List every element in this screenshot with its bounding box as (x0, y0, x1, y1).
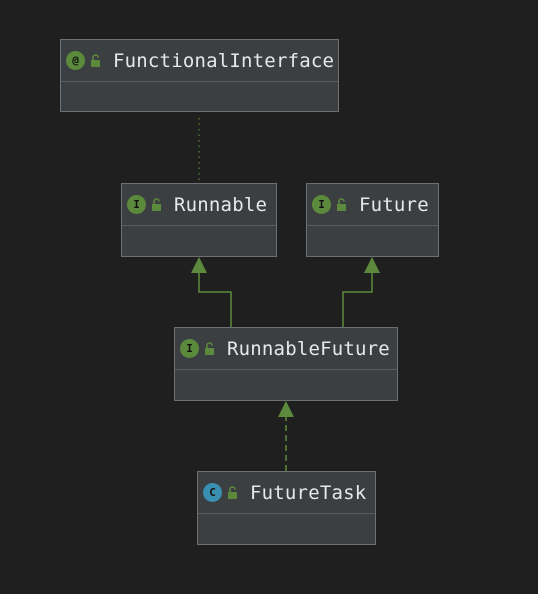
extends-arrowhead-future (364, 257, 380, 273)
interface-icon: I (312, 195, 331, 214)
node-runnable-future[interactable]: I RunnableFuture (174, 327, 398, 401)
node-header: I Runnable (122, 184, 276, 226)
node-header: I RunnableFuture (175, 328, 397, 370)
node-functional-interface[interactable]: @ FunctionalInterface (60, 39, 339, 112)
node-label: Future (359, 193, 429, 216)
node-header: @ FunctionalInterface (61, 40, 338, 82)
node-body (198, 514, 375, 544)
extends-arrowhead-runnable (191, 257, 207, 273)
node-header: I Future (307, 184, 438, 226)
node-body (61, 82, 338, 112)
node-body (175, 370, 397, 400)
interface-icon: I (180, 339, 199, 358)
unlocked-padlock-icon (91, 53, 100, 67)
interface-icon: I (127, 195, 146, 214)
node-label: FunctionalInterface (113, 49, 335, 72)
unlocked-padlock-icon (337, 197, 346, 211)
node-body (122, 226, 276, 256)
extends-edge-runnable (198, 272, 232, 327)
annotation-icon: @ (66, 51, 85, 70)
node-runnable[interactable]: I Runnable (121, 183, 277, 257)
node-header: C FutureTask (198, 472, 375, 514)
node-label: Runnable (174, 193, 268, 216)
node-label: FutureTask (250, 481, 367, 504)
node-future-task[interactable]: C FutureTask (197, 471, 376, 545)
unlocked-padlock-icon (228, 485, 237, 499)
implements-arrowhead-runnable-future (278, 401, 294, 417)
node-future[interactable]: I Future (306, 183, 439, 257)
unlocked-padlock-icon (152, 197, 161, 211)
node-body (307, 226, 438, 256)
extends-edge-future (342, 272, 373, 327)
node-label: RunnableFuture (227, 337, 390, 360)
unlocked-padlock-icon (205, 341, 214, 355)
class-icon: C (203, 483, 222, 502)
